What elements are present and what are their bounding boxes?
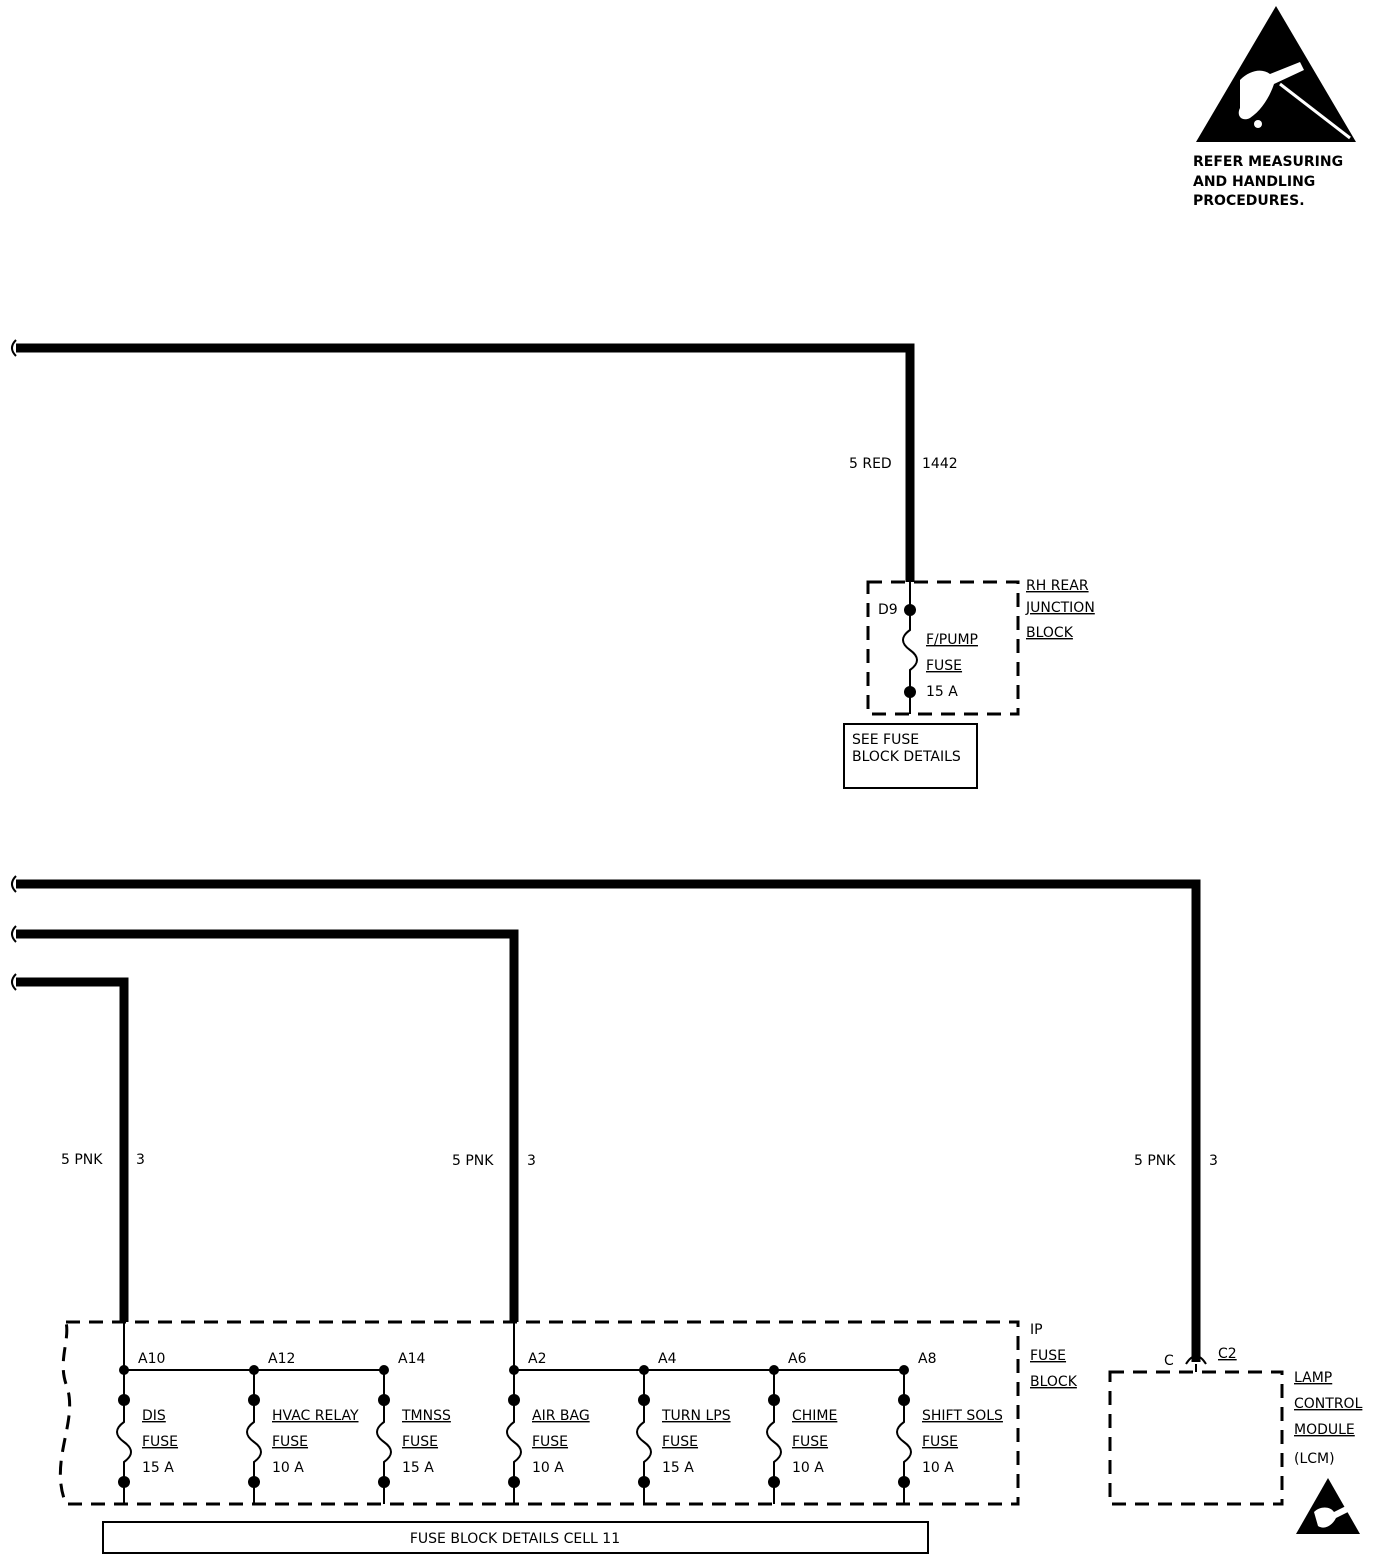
ip-block-name-3: BLOCK — [1030, 1374, 1078, 1390]
see-fuse-block-details-box — [843, 723, 978, 789]
wire-1442-gauge-color: 5 RED — [849, 456, 892, 472]
fuse-terminal-dot — [378, 1476, 390, 1488]
see-fuse-line-1: SEE FUSE — [852, 732, 919, 748]
fuse-word-label: FUSE — [662, 1434, 698, 1450]
fuse-rating-label: 10 A — [922, 1460, 954, 1476]
lcm-name-4: (LCM) — [1294, 1451, 1335, 1467]
lcm-terminal: C — [1164, 1353, 1174, 1369]
wire-left-gauge-color: 5 PNK — [61, 1152, 103, 1168]
ip-block-name-2: FUSE — [1030, 1348, 1066, 1364]
rh-rear-junction-block-outline — [866, 580, 1020, 716]
fuse-name-label: DIS — [142, 1408, 166, 1424]
lcm-outline — [1108, 1370, 1284, 1506]
fuse-word-label: FUSE — [792, 1434, 828, 1450]
fuse-terminal-dot — [638, 1476, 650, 1488]
fuse-name-label: AIR BAG — [532, 1408, 590, 1424]
fuse-terminal-dot — [768, 1476, 780, 1488]
wire-pnk-3-lcm — [16, 879, 1201, 1362]
wire-middle-circuit-number: 3 — [527, 1153, 536, 1169]
cavity-d9: D9 — [878, 602, 898, 618]
wire-1442 — [16, 343, 915, 582]
see-fuse-line-2: BLOCK DETAILS — [852, 749, 961, 765]
fuse-terminal-dot — [118, 1476, 130, 1488]
wire-break-icon — [11, 339, 17, 357]
esd-text-line-2: AND HANDLING — [1193, 174, 1315, 190]
esd-text-line-1: REFER MEASURING — [1193, 154, 1343, 170]
fuse-cavity-label: A14 — [398, 1351, 425, 1367]
fuse-cavity-label: A6 — [788, 1351, 807, 1367]
esd-small-icon — [1296, 1478, 1360, 1534]
ip-fuse-block-outline — [58, 1320, 1020, 1506]
fpump-fuse-name: F/PUMP — [926, 632, 978, 648]
wire-break-icon — [11, 925, 17, 943]
fuse-word-label: FUSE — [402, 1434, 438, 1450]
fuse-rating-label: 10 A — [532, 1460, 564, 1476]
lcm-name-3: MODULE — [1294, 1422, 1355, 1438]
rh-rear-block-name-2: JUNCTION — [1025, 600, 1095, 616]
fuse-block-details-banner — [102, 1521, 929, 1554]
fuse-word-label: FUSE — [922, 1434, 958, 1450]
wire-1442-circuit-number: 1442 — [922, 456, 958, 472]
fuse-name-label: TMNSS — [401, 1408, 451, 1424]
fuse-word-label: FUSE — [272, 1434, 308, 1450]
fpump-fuse-rating: 15 A — [926, 684, 958, 700]
wire-break-icon — [11, 973, 17, 991]
fuse-rating-label: 15 A — [662, 1460, 694, 1476]
esd-text-line-3: PROCEDURES. — [1193, 193, 1305, 209]
lcm-connector-icon — [1185, 1355, 1207, 1365]
fuse-rating-label: 15 A — [402, 1460, 434, 1476]
fuse-terminal-dot — [248, 1476, 260, 1488]
fuse-cavity-label: A8 — [918, 1351, 936, 1367]
fpump-fuse-word: FUSE — [926, 658, 962, 674]
fuse-terminal-dot — [898, 1476, 910, 1488]
ip-block-name-1: IP — [1030, 1322, 1043, 1338]
wire-lcm-circuit-number: 3 — [1209, 1153, 1218, 1169]
fuse-cavity-label: A4 — [658, 1351, 677, 1367]
fuse-rating-label: 10 A — [272, 1460, 304, 1476]
wire-pnk-3-left — [16, 977, 129, 1322]
fuse-cavity-label: A10 — [138, 1351, 165, 1367]
rh-rear-block-name-1: RH REAR — [1026, 578, 1089, 594]
rh-rear-block-name-3: BLOCK — [1026, 625, 1074, 641]
lcm-name-1: LAMP — [1294, 1370, 1332, 1386]
lcm-name-2: CONTROL — [1294, 1396, 1363, 1412]
fpump-fuse-element — [902, 610, 918, 692]
fuse-word-label: FUSE — [532, 1434, 568, 1450]
fuse-rating-label: 15 A — [142, 1460, 174, 1476]
fuse-terminal-dot — [508, 1476, 520, 1488]
fuse-name-label: HVAC RELAY — [272, 1408, 359, 1424]
fuse-word-label: FUSE — [142, 1434, 178, 1450]
fuse-rating-label: 10 A — [792, 1460, 824, 1476]
wire-middle-gauge-color: 5 PNK — [452, 1153, 494, 1169]
fuse-cavity-label: A2 — [528, 1351, 546, 1367]
fuse-name-label: TURN LPS — [661, 1408, 731, 1424]
lcm-connector: C2 — [1218, 1346, 1237, 1362]
wire-pnk-3-middle — [16, 929, 519, 1322]
wire-lcm-gauge-color: 5 PNK — [1134, 1153, 1176, 1169]
fuse-cavity-label: A12 — [268, 1351, 295, 1367]
esd-warning-icon — [1196, 6, 1356, 142]
fuse-name-label: SHIFT SOLS — [922, 1408, 1003, 1424]
wire-break-icon — [11, 875, 17, 893]
fuse-name-label: CHIME — [792, 1408, 837, 1424]
wire-left-circuit-number: 3 — [136, 1152, 145, 1168]
fuse-block-details-text: FUSE BLOCK DETAILS CELL 11 — [410, 1531, 620, 1547]
